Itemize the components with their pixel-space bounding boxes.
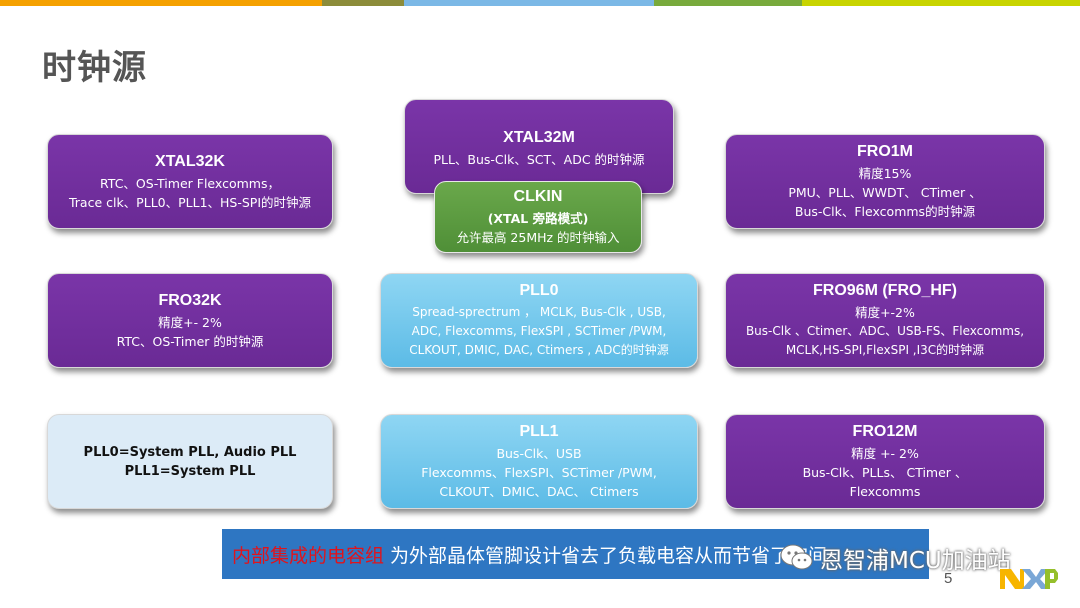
pll0-box: PLL0 Spread-sprectrum ， MCLK, Bus-Clk , …: [380, 273, 698, 368]
box-title: FRO12M: [852, 423, 918, 440]
pll1-box: PLL1 Bus-Clk、USB Flexcomms、FlexSPI、SCTim…: [380, 414, 698, 509]
top-accent-bar: [0, 0, 1080, 6]
fro96m-box: FRO96M (FRO_HF) 精度+-2% Bus-Clk 、Ctimer、A…: [725, 273, 1045, 368]
box-line: Flexcomms: [849, 484, 921, 499]
page-title: 时钟源: [42, 48, 147, 88]
fro32k-box: FRO32K 精度+- 2% RTC、OS-Timer 的时钟源: [47, 273, 333, 368]
capacitor-note-banner: 内部集成的电容组 为外部晶体管脚设计省去了负载电容从而节省了空间: [222, 529, 929, 579]
pll-note-box: PLL0=System PLL, Audio PLL PLL1=System P…: [47, 414, 333, 509]
watermark-text: 恩智浦MCU加油站: [820, 548, 1011, 574]
banner-red-text: 内部集成的电容组: [232, 544, 385, 567]
box-line: PLL0=System PLL, Audio PLL: [83, 444, 297, 460]
clkin-box: CLKIN (XTAL 旁路模式) 允许最高 25MHz 的时钟输入: [434, 181, 642, 253]
box-title: PLL1: [519, 423, 559, 440]
box-title: CLKIN: [513, 188, 563, 205]
box-line: Flexcomms、FlexSPI、SCTimer /PWM,: [421, 465, 657, 480]
box-subtitle: (XTAL 旁路模式): [487, 211, 589, 226]
box-line: ADC, Flexcomms, FlexSPI , SCTimer /PWM,: [411, 324, 667, 338]
box-line: 精度 +- 2%: [851, 446, 919, 461]
box-line: Bus-Clk、PLLs、 CTimer 、: [802, 465, 968, 480]
box-title: FRO1M: [857, 143, 913, 160]
fro1m-box: FRO1M 精度15% PMU、PLL、WWDT、 CTimer 、 Bus-C…: [725, 134, 1045, 229]
box-line: CLKOUT, DMIC, DAC, Ctimers , ADC的时钟源: [409, 343, 669, 357]
banner-white-text: 为外部晶体管脚设计省去了负载电容从而节省了空间: [390, 544, 828, 567]
box-title: XTAL32K: [155, 152, 225, 170]
page-number: 5: [944, 570, 953, 587]
box-line: Trace clk、PLL0、PLL1、HS-SPI的时钟源: [68, 194, 312, 210]
box-line: RTC、OS-Timer Flexcomms，: [100, 175, 280, 191]
nxp-logo: [1000, 569, 1058, 589]
box-line: RTC、OS-Timer 的时钟源: [116, 333, 264, 349]
box-title: FRO32K: [158, 291, 222, 309]
wechat-watermark: 恩智浦MCU加油站: [780, 541, 1011, 575]
box-title: XTAL32M: [503, 129, 575, 146]
wechat-icon: [780, 544, 813, 570]
box-title: PLL0: [519, 282, 559, 299]
box-line: PLL、Bus-Clk、SCT、ADC 的时钟源: [433, 152, 645, 167]
xtal32k-box: XTAL32K RTC、OS-Timer Flexcomms， Trace cl…: [47, 134, 333, 229]
box-line: Bus-Clk、Flexcomms的时钟源: [794, 204, 976, 219]
box-line: 精度+-2%: [855, 305, 915, 320]
fro12m-box: FRO12M 精度 +- 2% Bus-Clk、PLLs、 CTimer 、 F…: [725, 414, 1045, 509]
box-line: 允许最高 25MHz 的时钟输入: [456, 230, 620, 245]
box-line: 精度15%: [858, 166, 912, 181]
box-line: 精度+- 2%: [158, 314, 222, 330]
box-line: PLL1=System PLL: [124, 463, 256, 479]
box-line: MCLK,HS-SPI,FlexSPI ,I3C的时钟源: [785, 343, 985, 357]
xtal32m-box: XTAL32M PLL、Bus-Clk、SCT、ADC 的时钟源: [404, 99, 674, 194]
box-line: CLKOUT、DMIC、DAC、 Ctimers: [439, 484, 639, 499]
box-line: PMU、PLL、WWDT、 CTimer 、: [788, 185, 982, 200]
box-title: FRO96M (FRO_HF): [813, 282, 957, 299]
box-line: Bus-Clk、USB: [496, 446, 582, 461]
box-line: Bus-Clk 、Ctimer、ADC、USB-FS、Flexcomms,: [745, 324, 1025, 338]
box-line: Spread-sprectrum ， MCLK, Bus-Clk , USB,: [412, 305, 666, 319]
